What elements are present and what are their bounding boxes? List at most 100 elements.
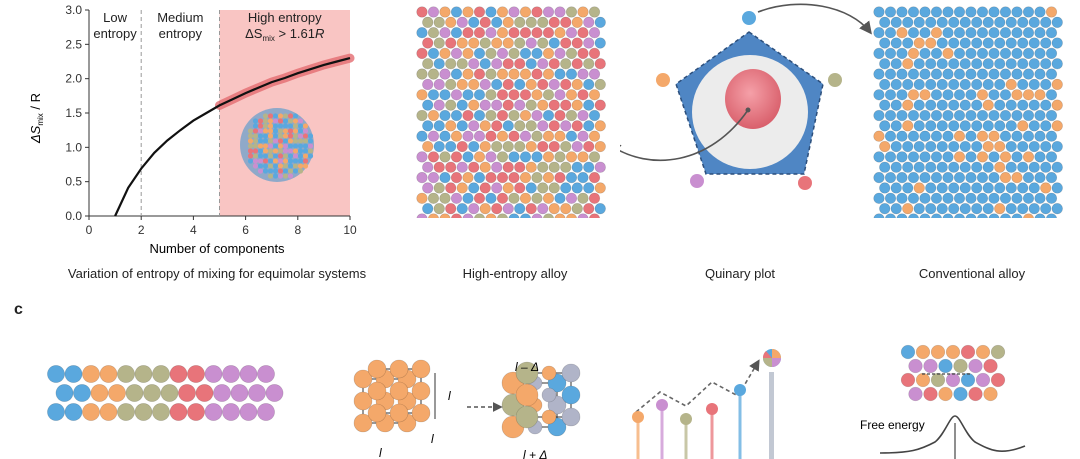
lattice-atom (519, 130, 532, 142)
lattice-atom (1022, 47, 1035, 60)
lattice-atom (450, 89, 463, 101)
lattice-atom (942, 130, 954, 142)
cube-atom (411, 403, 431, 423)
lattice-atom (519, 89, 532, 101)
cocktail-element (656, 399, 668, 411)
lattice-atom (930, 192, 943, 204)
lattice-atom (896, 68, 908, 80)
lattice-atom (930, 151, 943, 163)
lattice-atom (1005, 58, 1017, 70)
lattice-atom (994, 16, 1006, 28)
lattice-atom (450, 192, 463, 204)
y-tick-label: 2.0 (65, 72, 82, 86)
lattice-atom (514, 120, 526, 132)
particle-atom (262, 138, 269, 144)
lattice-atom (594, 99, 606, 111)
strip-atom (143, 384, 161, 402)
lattice-atom (1034, 6, 1046, 18)
lattice-atom (531, 109, 543, 122)
particle-atom (262, 168, 269, 174)
lattice-atom (588, 89, 601, 101)
particle-atom (302, 123, 309, 129)
particle-atom (282, 138, 289, 144)
lattice-atom (531, 27, 543, 39)
lattice-atom (971, 161, 983, 173)
high-entropy-threshold: ΔSmix > 1.61R (245, 26, 324, 43)
particle-atom (262, 128, 269, 134)
free-energy-label: Free energy (860, 418, 925, 432)
lattice-atom (884, 47, 897, 60)
particle-atom (252, 148, 259, 154)
cube-atom (353, 369, 373, 389)
particle-atom (252, 143, 259, 149)
lattice-atom (907, 192, 920, 204)
particle-atom (252, 163, 259, 169)
lattice-atom (896, 192, 908, 204)
lattice-atom (982, 37, 994, 49)
lattice-atom (959, 161, 971, 173)
lattice-atom (965, 27, 977, 39)
lattice-atom (994, 140, 1006, 153)
lattice-atom (873, 68, 885, 80)
lattice-atom (1028, 203, 1040, 215)
lattice-atom (502, 182, 514, 194)
lattice-atom (1034, 192, 1046, 204)
lattice-atom (982, 203, 994, 215)
lattice-atom (930, 130, 943, 142)
particle-atom (287, 128, 294, 134)
particle-atom (297, 133, 304, 139)
lattice-atom (502, 37, 514, 49)
lattice-atom (445, 203, 457, 215)
lattice-atom (1017, 78, 1029, 91)
lattice-atom (473, 109, 486, 122)
lattice-atom (907, 47, 920, 60)
strip-atom (99, 365, 118, 383)
lattice-atom (902, 16, 914, 28)
x-tick-label: 0 (86, 223, 93, 237)
lattice-atom (965, 6, 977, 18)
lattice-atom (953, 130, 966, 142)
lattice-atom (925, 161, 937, 173)
fe-atom (953, 358, 968, 374)
lattice-atom (554, 6, 566, 18)
lattice-atom (936, 120, 948, 132)
lattice-atom (583, 140, 595, 153)
particle-atom (292, 163, 299, 169)
particle-atom (302, 148, 309, 154)
lattice-atom (913, 120, 925, 132)
particle-atom (277, 133, 284, 139)
lattice-atom (502, 16, 514, 28)
lattice-atom (571, 120, 583, 132)
lattice-atom (519, 192, 532, 204)
lattice-atom (456, 161, 468, 173)
lattice-atom (879, 99, 891, 111)
lattice-atom (948, 16, 960, 28)
particle-atom (297, 168, 304, 174)
lattice-atom (925, 16, 937, 28)
fe-atom (915, 344, 931, 360)
strip-atom (187, 365, 205, 383)
lattice-atom (416, 6, 428, 18)
lattice-atom (1028, 99, 1040, 111)
lattice-atom (571, 16, 583, 28)
lattice-atom (496, 27, 509, 39)
lattice-atom (1005, 140, 1017, 153)
lattice-atom (1011, 27, 1023, 39)
particle-atom (297, 128, 304, 134)
lattice-atom (948, 78, 960, 91)
lattice-atom (925, 58, 937, 70)
lattice-atom (537, 99, 549, 111)
lattice-atom (554, 68, 566, 80)
element-node-purple (690, 174, 704, 188)
cocktail-element (632, 411, 644, 423)
particle-atom (252, 118, 259, 124)
lattice-atom (994, 58, 1006, 70)
lattice-atom (1011, 89, 1023, 101)
lattice-atom (571, 203, 583, 215)
y-tick-label: 1.5 (65, 106, 82, 120)
lattice-atom (416, 27, 428, 39)
element-node-orange (656, 73, 670, 87)
lattice-atom (577, 151, 589, 163)
